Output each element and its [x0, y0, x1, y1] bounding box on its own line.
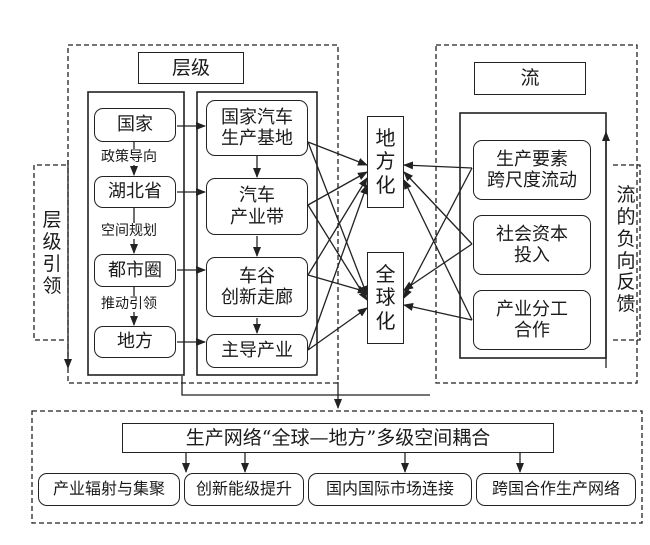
level-panel-title: 层级	[138, 52, 244, 84]
localization-box: 地 方 化	[367, 116, 404, 208]
side-label-flow-feedback: 流 的 负 向 反 馈	[616, 184, 636, 316]
outcome-innovation: 创新能级提升	[184, 473, 304, 506]
flow-social-capital: 社会资本 投入	[473, 215, 591, 275]
outcome-market-link: 国内国际市场连接	[308, 473, 472, 506]
level-province: 湖北省	[94, 176, 176, 208]
bottom-region-border	[31, 410, 643, 524]
industry-auto-belt: 汽车 产业带	[206, 178, 308, 235]
level-country: 国家	[94, 108, 176, 142]
industry-leading: 主导产业	[206, 334, 308, 368]
edge-label-drive: 推动引领	[100, 296, 158, 312]
right-feedback-bracket	[613, 164, 641, 341]
globalization-box: 全 球 化	[367, 252, 404, 344]
edge-label-policy: 政策导向	[100, 149, 158, 165]
level-metro: 都市圈	[94, 254, 176, 287]
outcome-radiation: 产业辐射与集聚	[38, 473, 180, 506]
industry-innovation-corridor: 车谷 创新走廊	[206, 257, 308, 317]
industry-column-border	[196, 91, 318, 376]
outcome-transnational-network: 跨国合作生产网络	[476, 473, 636, 506]
right-region-border	[435, 44, 638, 384]
left-guide-bracket	[33, 164, 66, 341]
level-column-border	[87, 91, 185, 376]
coupling-title: 生产网络“全球—地方”多级空间耦合	[122, 423, 554, 453]
level-local: 地方	[94, 326, 176, 358]
edge-label-planning: 空间规划	[100, 223, 158, 239]
industry-auto-base: 国家汽车 生产基地	[206, 100, 308, 156]
flow-production-factors: 生产要素 跨尺度流动	[473, 140, 591, 200]
flow-panel-title: 流	[474, 62, 586, 95]
flow-industrial-division: 产业分工 合作	[473, 290, 591, 350]
side-label-level-guide: 层 级 引 领	[42, 209, 62, 297]
